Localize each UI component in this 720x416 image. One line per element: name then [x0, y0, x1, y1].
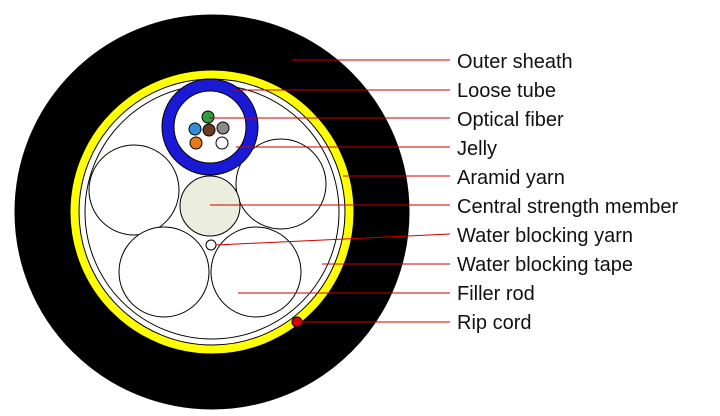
optical-fiber-1	[201, 110, 215, 124]
water-blocking-yarn	[205, 239, 217, 251]
label-optical-fiber: Optical fiber	[457, 109, 564, 131]
label-filler-rod: Filler rod	[457, 283, 535, 305]
label-aramid-yarn: Aramid yarn	[457, 167, 565, 189]
label-central-strength-member: Central strength member	[457, 196, 679, 218]
label-jelly: Jelly	[457, 138, 497, 160]
filler-rod-bottom-left	[118, 226, 210, 318]
filler-rod-right	[235, 138, 327, 230]
leader-water-blocking-yarn	[215, 233, 451, 246]
optical-fiber-4	[216, 121, 230, 135]
optical-fiber-2	[188, 122, 202, 136]
optical-fiber-6	[215, 136, 229, 150]
label-outer-sheath: Outer sheath	[457, 51, 573, 73]
label-loose-tube: Loose tube	[457, 80, 556, 102]
label-water-blocking-tape: Water blocking tape	[457, 254, 633, 276]
filler-rod-bottom-right	[210, 226, 302, 318]
optical-fiber-5	[189, 136, 203, 150]
label-water-blocking-yarn: Water blocking yarn	[457, 225, 633, 247]
optical-fiber-3	[202, 123, 216, 137]
central-strength-member	[179, 175, 241, 237]
filler-rod-left	[88, 144, 180, 236]
label-rip-cord: Rip cord	[457, 312, 531, 334]
